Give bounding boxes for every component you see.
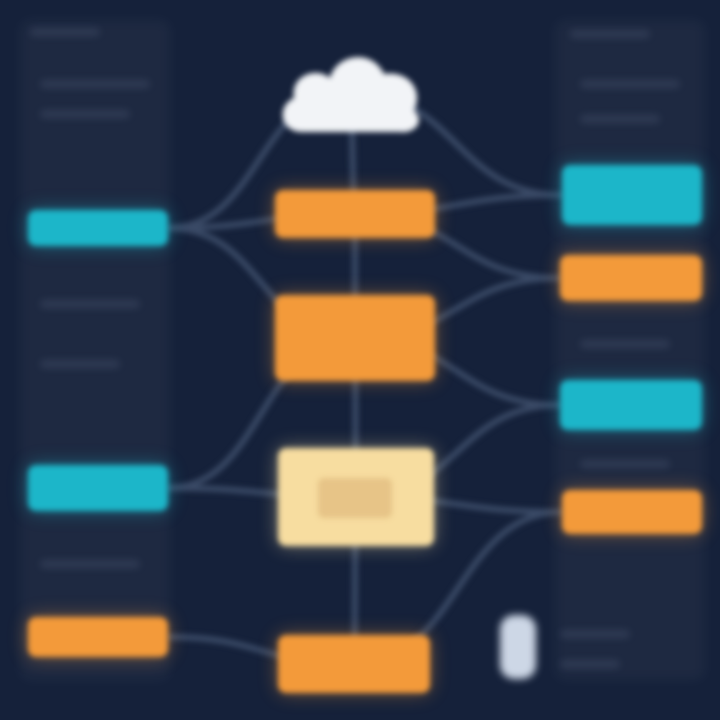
center-bottom-box <box>278 635 430 693</box>
left-text-line <box>40 110 130 118</box>
right-box-4 <box>562 490 702 534</box>
left-text-line <box>40 80 150 88</box>
right-text-line <box>580 80 680 88</box>
left-header-text <box>30 28 100 36</box>
center-low-box <box>278 448 434 546</box>
left-box-1 <box>28 210 168 246</box>
right-text-line <box>580 460 670 468</box>
left-box-3 <box>28 617 168 657</box>
right-header-text <box>570 30 650 38</box>
right-box-2 <box>560 255 702 301</box>
left-text-line <box>40 360 120 368</box>
left-text-line <box>40 300 140 308</box>
right-text-line <box>580 115 660 123</box>
center-low-inner-box <box>318 478 392 518</box>
left-text-line <box>40 560 140 568</box>
center-top-box <box>275 190 435 238</box>
right-background-panel <box>555 20 705 680</box>
phone-device-icon <box>500 615 536 679</box>
right-text-line <box>560 630 630 638</box>
left-background-panel <box>20 20 170 680</box>
center-mid-box <box>275 295 435 381</box>
right-text-line <box>580 340 670 348</box>
right-box-3 <box>560 380 702 430</box>
right-text-line <box>560 660 620 668</box>
cloud-icon <box>282 57 419 133</box>
left-box-2 <box>28 465 168 511</box>
right-box-1 <box>562 165 702 225</box>
